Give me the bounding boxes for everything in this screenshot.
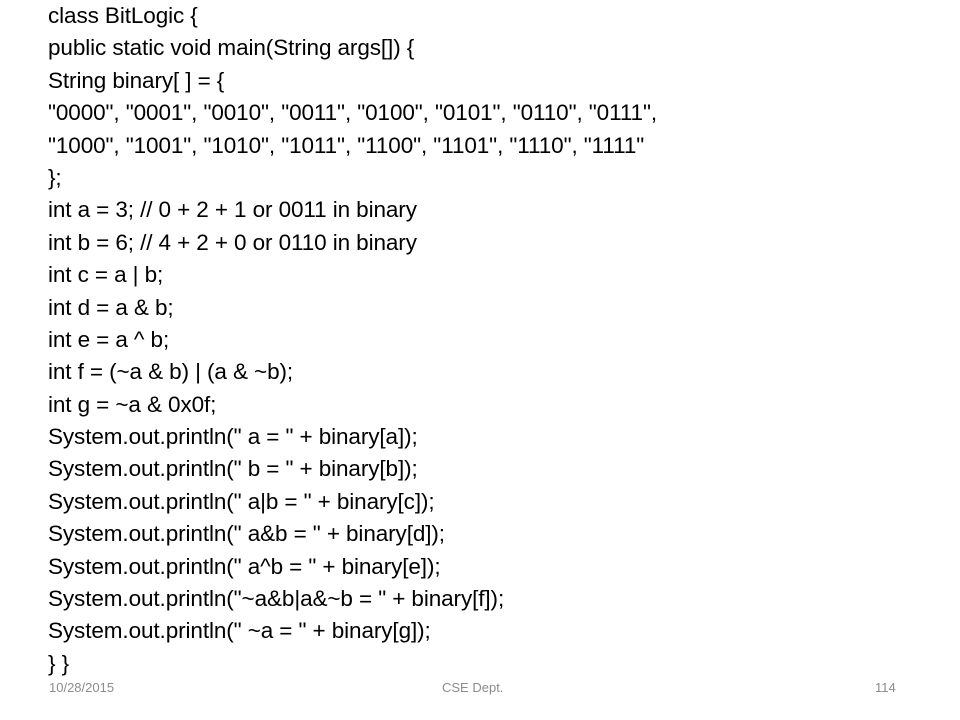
code-line: int d = a & b; [48,294,174,320]
code-line: }; [48,164,62,190]
code-line: int f = (~a & b) | (a & ~b); [48,359,294,385]
code-line: class BitLogic { [48,3,198,28]
code-listing: class BitLogic { public static void main… [48,0,948,680]
code-line: System.out.println(" b = " + binary[b]); [48,456,418,482]
code-line: int e = a ^ b; [48,326,170,352]
code-line: System.out.println(" ~a = " + binary[g])… [48,618,431,644]
code-line: "1000", "1001", "1010", "1011", "1100", … [48,132,645,158]
code-line: "0000", "0001", "0010", "0011", "0100", … [48,100,658,126]
code-line: } } [48,650,69,676]
code-line: int a = 3; // 0 + 2 + 1 or 0011 in binar… [48,197,417,223]
code-line: String binary[ ] = { [48,67,225,93]
code-line: System.out.println(" a = " + binary[a]); [48,424,418,450]
code-line: System.out.println(" a&b = " + binary[d]… [48,521,445,547]
code-line: public static void main(String args[]) { [48,35,415,61]
footer-page-number: 114 [875,680,896,695]
code-line: int c = a | b; [48,262,164,288]
code-line: System.out.println(" a|b = " + binary[c]… [48,488,435,514]
footer-department: CSE Dept. [442,680,504,695]
code-line: System.out.println("~a&b|a&~b = " + bina… [48,586,505,612]
code-line: int g = ~a & 0x0f; [48,391,217,417]
code-line: System.out.println(" a^b = " + binary[e]… [48,553,441,579]
footer-date: 10/28/2015 [49,680,115,695]
code-line: int b = 6; // 4 + 2 + 0 or 0110 in binar… [48,229,417,255]
